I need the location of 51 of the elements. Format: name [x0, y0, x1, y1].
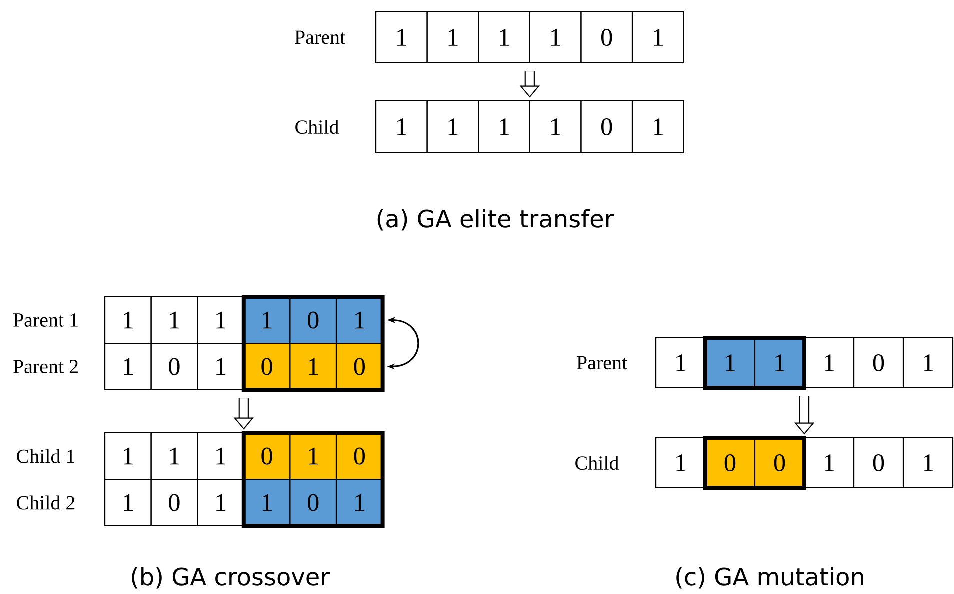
gene-cell: 1 [197, 432, 244, 480]
gene-cell: 1 [426, 11, 480, 64]
gene-cell: 1 [375, 100, 428, 154]
gene-cell: 1 [529, 100, 582, 154]
row-label: Child 2 [17, 496, 75, 510]
gene-cell: 1 [104, 342, 152, 391]
gene-cell: 1 [478, 100, 530, 154]
gene-cell: 0 [853, 437, 904, 489]
gene-cell: 1 [529, 11, 582, 64]
gene-cell: 1 [804, 337, 855, 389]
gene-cell: 1 [197, 478, 244, 527]
gene-cell: 1 [902, 437, 954, 489]
gene-cell: 1 [290, 342, 338, 391]
gene-cell: 1 [104, 296, 152, 344]
gene-cell: 1 [336, 296, 384, 344]
row-label: Child [576, 456, 619, 470]
gene-cell: 1 [104, 478, 152, 527]
row-label: Parent 2 [14, 360, 78, 374]
gene-cell: 0 [853, 337, 904, 389]
row-label: Child 1 [17, 449, 75, 464]
gene-cell: 1 [478, 11, 530, 64]
gene-cell: 1 [632, 11, 684, 64]
gene-cell: 1 [655, 337, 706, 389]
row-label: Parent [577, 356, 628, 370]
gene-cell: 1 [655, 437, 706, 489]
gene-cell: 1 [150, 296, 198, 344]
gene-cell: 1 [426, 100, 480, 154]
gene-cell: 1 [104, 432, 152, 480]
gene-cell: 1 [150, 432, 198, 480]
gene-cell: 1 [632, 100, 684, 154]
caption: (c) GA mutation [676, 567, 864, 589]
gene-cell: 1 [336, 478, 384, 527]
gene-cell: 1 [902, 337, 954, 389]
gene-cell: 0 [336, 342, 384, 391]
gene-cell: 1 [290, 432, 338, 480]
gene-cell: 0 [580, 100, 634, 154]
gene-cell: 1 [197, 296, 244, 344]
gene-cell: 0 [580, 11, 634, 64]
gene-cell: 0 [150, 478, 198, 527]
gene-cell: 0 [336, 432, 384, 480]
gene-cell: 0 [150, 342, 198, 391]
caption: (a) GA elite transfer [378, 209, 614, 231]
row-label: Parent [295, 30, 346, 44]
gene-cell: 1 [197, 342, 244, 391]
caption: (b) GA crossover [132, 567, 330, 589]
gene-cell: 1 [804, 437, 855, 489]
gene-cell: 0 [290, 296, 338, 344]
row-label: Child [296, 120, 339, 134]
row-label: Parent 1 [14, 314, 78, 327]
gene-cell: 1 [375, 11, 428, 64]
gene-cell: 0 [290, 478, 338, 527]
